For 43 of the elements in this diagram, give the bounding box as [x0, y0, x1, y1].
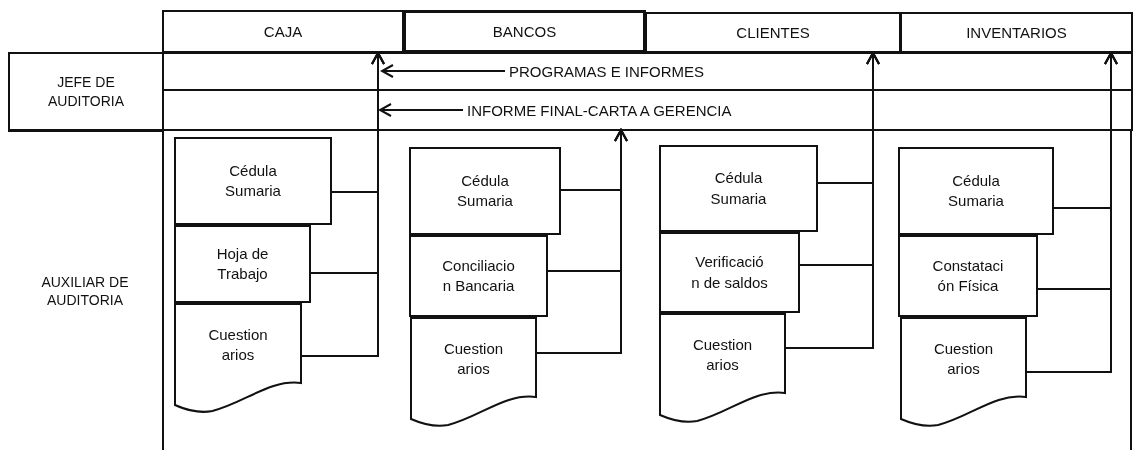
column-header: [403, 10, 646, 53]
document-box: [898, 235, 1038, 317]
document-box: [409, 147, 561, 235]
document-text: Cuestion arios: [691, 335, 754, 376]
column-header: [162, 10, 404, 53]
document-text: Cédula Sumaria: [224, 160, 282, 201]
column-header: [645, 12, 901, 53]
document-box: [898, 147, 1054, 235]
document-text: Cédula Sumaria: [709, 168, 768, 209]
column-header: [900, 12, 1133, 53]
document-text: Cédula Sumaria: [947, 170, 1005, 211]
cell-text: INVENTARIOS: [965, 22, 1068, 43]
document-text: Hoja de Trabajo: [215, 243, 270, 284]
row-text: PROGRAMAS E INFORMES: [505, 54, 770, 89]
document-box: [174, 225, 311, 303]
document-box: [659, 145, 818, 232]
document-text: Cédula Sumaria: [456, 170, 514, 211]
row-text: INFORME FINAL-CARTA A GERENCIA: [463, 91, 807, 130]
document-text: Verificació n de saldos: [690, 252, 769, 293]
document-shape: [659, 313, 786, 423]
arrow: [379, 103, 464, 117]
document-shape: [410, 317, 537, 427]
document-shape: [900, 317, 1027, 427]
document-text: Cuestion arios: [442, 339, 505, 380]
document-shape: [174, 303, 302, 413]
cell-text: AUXILIAR DE AUDITORIA: [40, 272, 130, 310]
arrow: [301, 52, 385, 357]
arrow: [536, 129, 628, 354]
document-text: Conciliacio n Bancaria: [441, 255, 516, 296]
cell-text: CLIENTES: [735, 22, 811, 43]
document-text: Constataci ón Física: [931, 255, 1005, 296]
cell-text: JEFE DE AUDITORIA: [47, 73, 125, 110]
document-text: Cuestion arios: [932, 339, 995, 380]
document-text: Cuestion arios: [207, 325, 269, 366]
lane-label: [8, 52, 164, 131]
document-box: [174, 137, 332, 225]
arrow: [381, 64, 506, 78]
cell-text: BANCOS: [491, 21, 558, 42]
arrow: [785, 52, 880, 349]
arrow: [1026, 52, 1118, 373]
document-box: [659, 232, 800, 313]
cell-text: CAJA: [262, 21, 304, 42]
document-box: [409, 235, 548, 317]
